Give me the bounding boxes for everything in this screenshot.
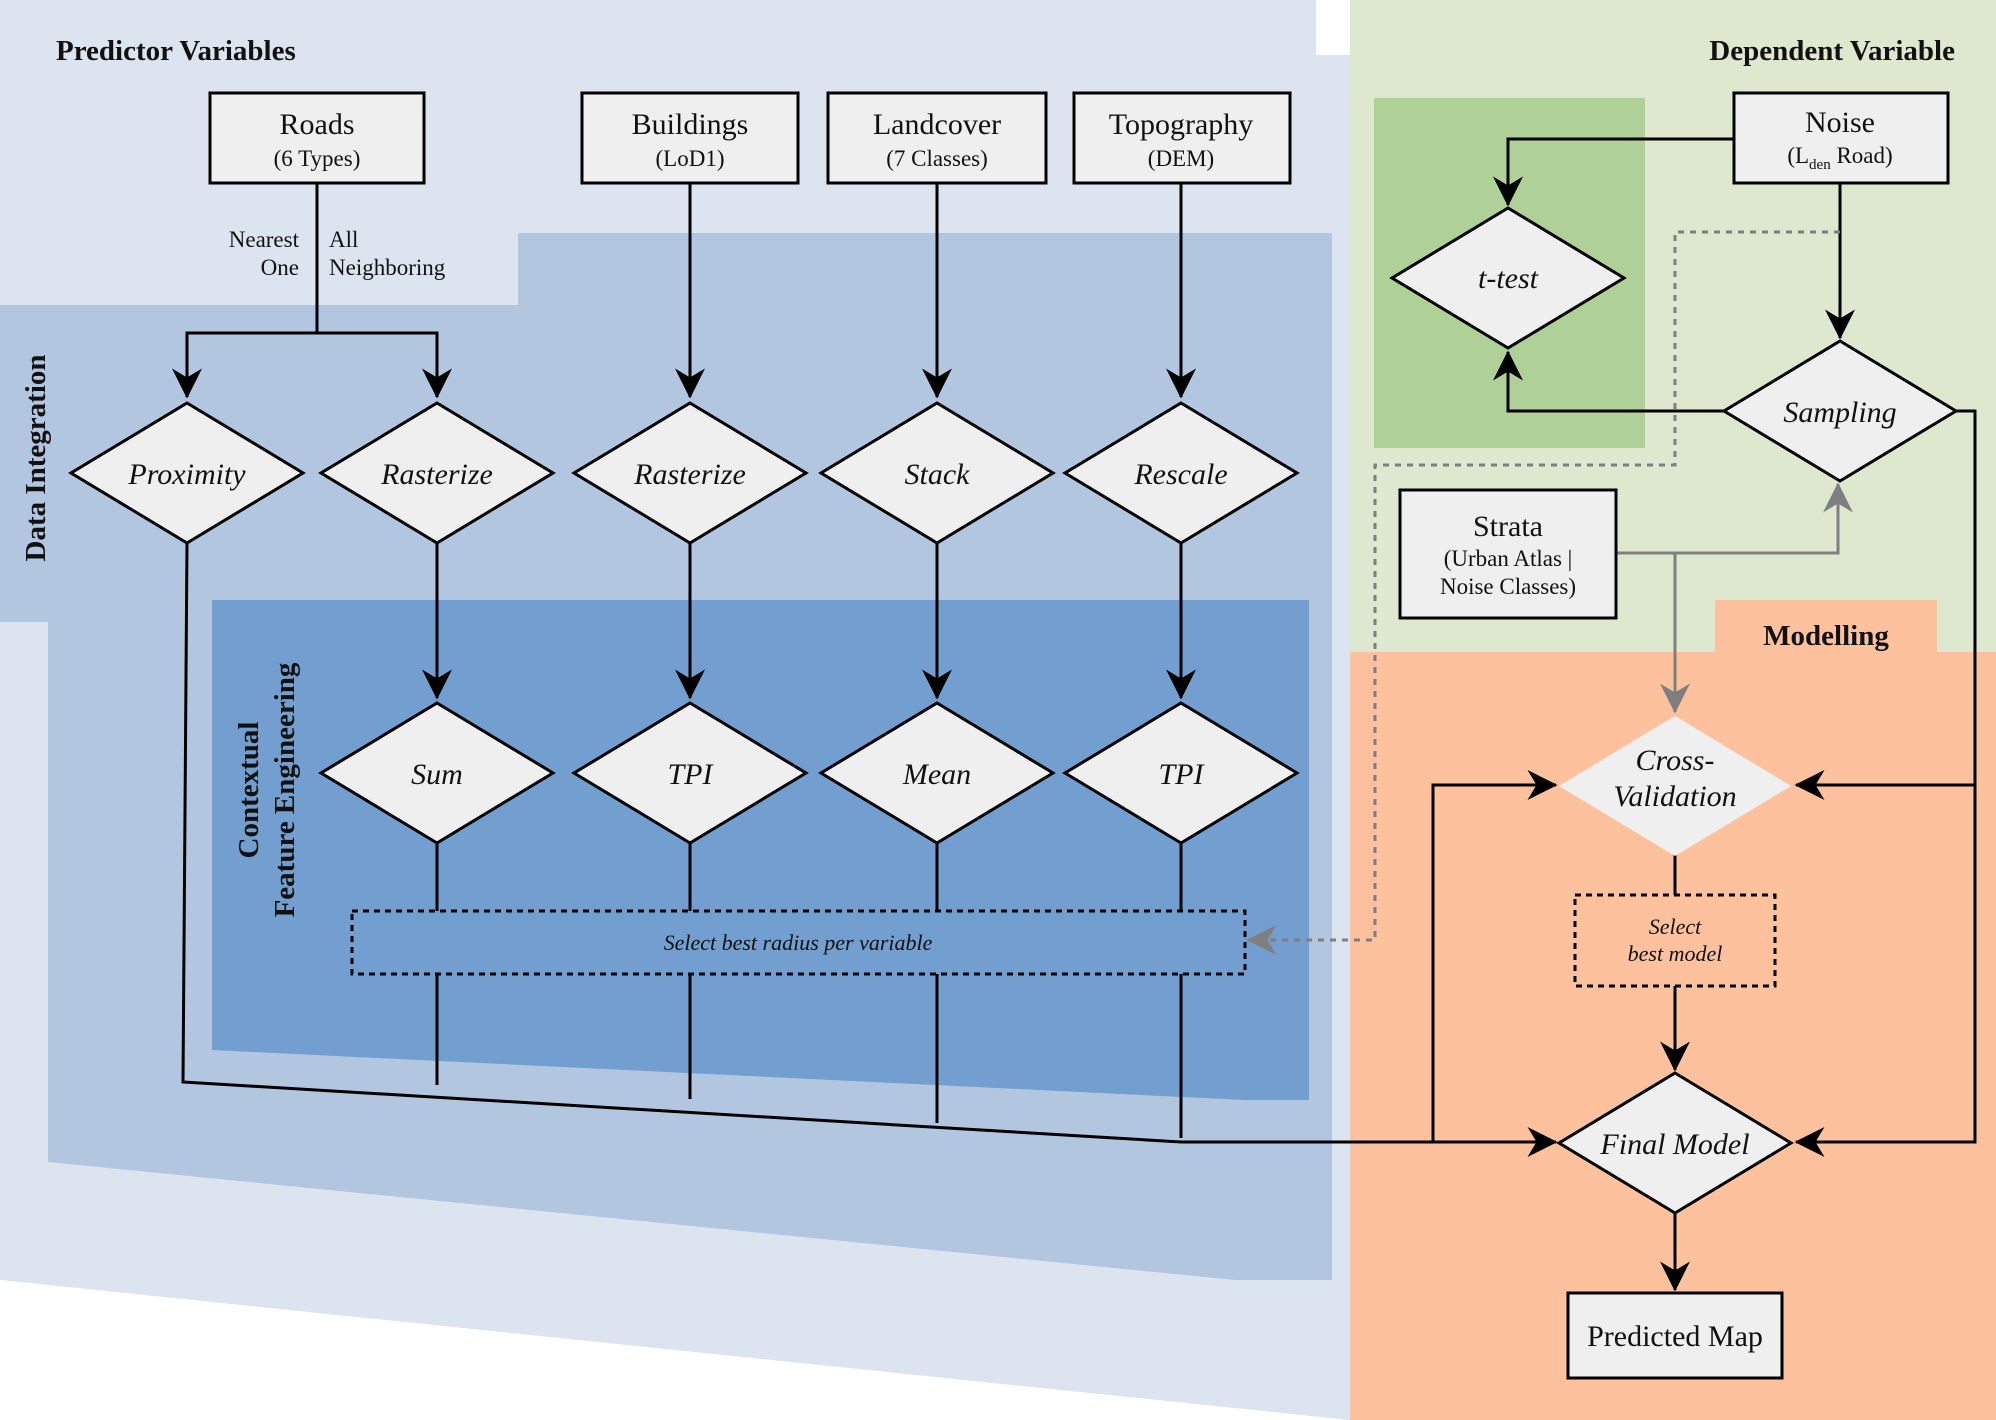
landcover-title: Landcover <box>873 108 1001 141</box>
buildings-subtitle: (LoD1) <box>656 146 725 171</box>
strata-line3: Noise Classes) <box>1440 574 1576 599</box>
cv-label-line2: Validation <box>1613 780 1736 813</box>
ttest-label: t-test <box>1478 262 1539 295</box>
sum-diamond: Sum <box>318 701 556 845</box>
predicted-map-label: Predicted Map <box>1587 1320 1763 1353</box>
select-radius-label: Select best radius per variable <box>664 930 933 955</box>
select-best-model-box: Select best model <box>1573 893 1777 988</box>
predicted-map-box: Predicted Map <box>1566 1291 1784 1380</box>
ttest-diamond: t-test <box>1389 206 1627 350</box>
final-model-diamond: Final Model <box>1556 1071 1794 1215</box>
rasterize-buildings-label: Rasterize <box>633 458 746 491</box>
noise-title: Noise <box>1805 106 1875 139</box>
stack-diamond: Stack <box>818 401 1056 545</box>
rasterize-buildings-diamond: Rasterize <box>571 401 809 545</box>
tpi-buildings-label: TPI <box>668 758 715 791</box>
proximity-label: Proximity <box>127 458 246 491</box>
buildings-box: Buildings (LoD1) <box>580 91 800 185</box>
tpi-topography-diamond: TPI <box>1062 701 1300 845</box>
modelling-label: Modelling <box>1763 620 1889 652</box>
cross-validation-diamond: Cross- Validation <box>1559 716 1791 856</box>
contextual-label: Contextual <box>233 722 265 859</box>
strata-connectors <box>1616 482 1853 714</box>
rescale-diamond: Rescale <box>1062 401 1300 545</box>
noise-box: Noise (Lden Road) <box>1732 91 1950 185</box>
modelling-region-bg <box>1350 600 1996 1420</box>
landcover-box: Landcover (7 Classes) <box>826 91 1048 185</box>
roads-box: Roads (6 Types) <box>208 91 426 185</box>
roads-subtitle: (6 Types) <box>274 146 361 171</box>
topography-subtitle: (DEM) <box>1148 146 1214 171</box>
noise-subtitle: (Lden Road) <box>1787 143 1892 173</box>
predictor-variables-label: Predictor Variables <box>56 35 296 67</box>
sampling-diamond: Sampling <box>1721 339 1959 483</box>
rescale-label: Rescale <box>1133 458 1227 491</box>
select-model-line2: best model <box>1628 941 1723 966</box>
landcover-subtitle: (7 Classes) <box>886 146 988 171</box>
mean-diamond: Mean <box>818 701 1056 845</box>
stack-label: Stack <box>905 458 971 491</box>
sum-label: Sum <box>411 758 463 791</box>
connector-lines <box>172 137 1977 1292</box>
proximity-diamond: Proximity <box>68 401 306 545</box>
strata-title: Strata <box>1473 510 1543 543</box>
strata-line2: (Urban Atlas | <box>1444 546 1573 571</box>
feature-engineering-label: Feature Engineering <box>269 662 301 917</box>
buildings-title: Buildings <box>632 108 749 141</box>
cv-label-line1: Cross- <box>1636 744 1715 777</box>
dependent-variable-label: Dependent Variable <box>1709 35 1955 67</box>
topography-box: Topography (DEM) <box>1072 91 1292 185</box>
select-model-line1: Select <box>1649 914 1702 939</box>
mean-label: Mean <box>902 758 971 791</box>
all-label-line2: Neighboring <box>329 255 446 280</box>
nearest-label-line2: One <box>261 255 299 280</box>
select-radius-box: Select best radius per variable <box>350 909 1247 976</box>
topography-title: Topography <box>1109 108 1254 141</box>
tpi-topography-label: TPI <box>1159 758 1206 791</box>
all-label-line1: All <box>329 227 358 252</box>
roads-title: Roads <box>280 108 355 141</box>
contextual-region-bg <box>212 600 1309 1100</box>
strata-box: Strata (Urban Atlas | Noise Classes) <box>1398 488 1618 620</box>
sampling-label: Sampling <box>1783 396 1896 429</box>
rasterize-roads-diamond: Rasterize <box>318 401 556 545</box>
data-integration-label: Data Integration <box>20 354 52 561</box>
rasterize-roads-label: Rasterize <box>380 458 493 491</box>
radius-feedback-connector <box>1246 230 1840 955</box>
tpi-buildings-diamond: TPI <box>571 701 809 845</box>
nearest-label-line1: Nearest <box>229 227 300 252</box>
final-model-label: Final Model <box>1599 1128 1749 1161</box>
